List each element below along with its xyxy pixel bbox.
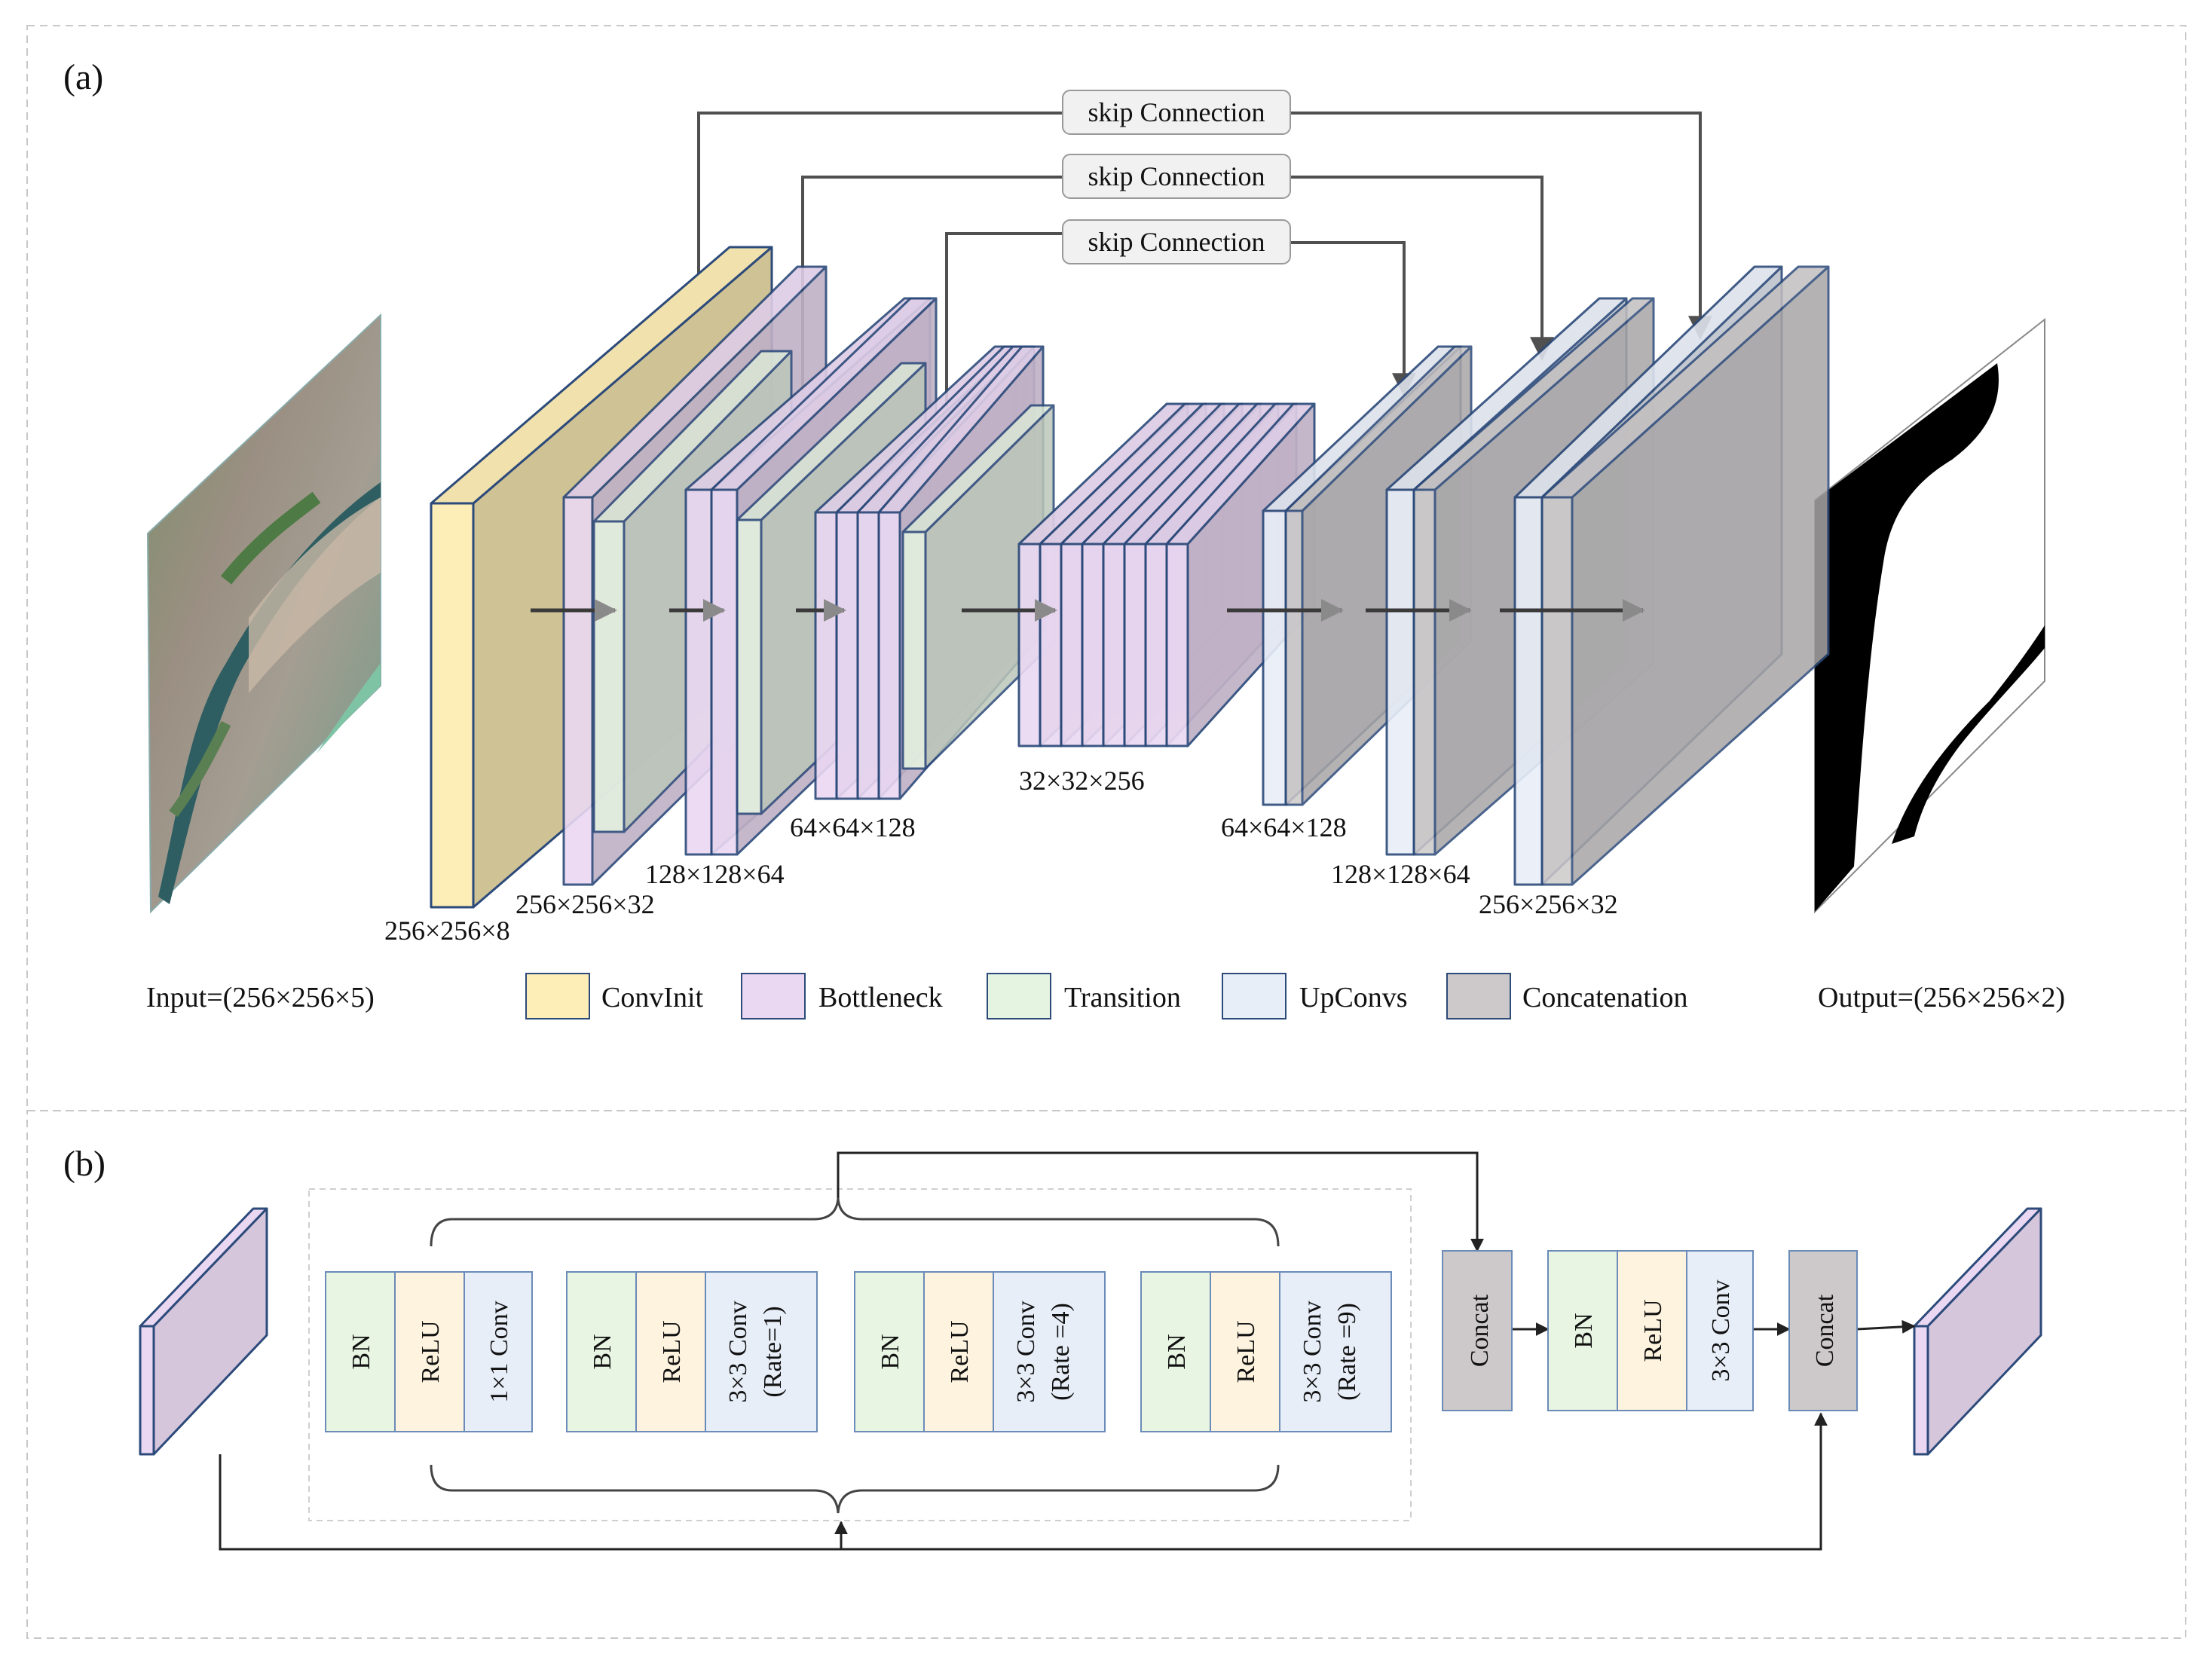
- relu-cell: [394, 1271, 465, 1432]
- cell-text: BN: [1570, 1313, 1598, 1348]
- legend-swatch-convinit: [525, 973, 590, 1019]
- cell-text: 3×3 Conv: [1707, 1279, 1735, 1381]
- aspp-branch-4: [1140, 1271, 1392, 1432]
- dec1-concat-block: [1540, 265, 1830, 886]
- bottom-brace: [430, 1464, 1280, 1514]
- input-label: Input=(256×256×5): [146, 982, 375, 1013]
- legend-label-concatenation: Concatenation: [1522, 982, 1687, 1013]
- legend-label-upconvs: UpConvs: [1299, 982, 1408, 1013]
- relu-cell: [923, 1271, 994, 1432]
- enc3-transition-block: [901, 404, 1055, 770]
- bn-cell: [325, 1271, 396, 1432]
- aspp-branch-2: [566, 1271, 818, 1432]
- legend-label-transition: Transition: [1064, 982, 1181, 1013]
- skip-connection-label-1: skip Connection: [1088, 97, 1265, 127]
- legend-swatch-bottleneck: [741, 973, 806, 1019]
- mid-bottleneck-block: [1165, 402, 1316, 747]
- cell-text: (Rate=1): [759, 1306, 787, 1397]
- dim-label-dec3: 64×64×128: [1221, 812, 1347, 842]
- conv-cell: [705, 1271, 818, 1432]
- panel-b-label: (b): [63, 1144, 106, 1184]
- dim-label-enc1: 256×256×32: [516, 889, 655, 919]
- cell-text: BN: [589, 1334, 616, 1369]
- panel-b-frame: [26, 1110, 2186, 1639]
- relu-cell: [1617, 1250, 1687, 1411]
- legend-label-bottleneck: Bottleneck: [818, 982, 943, 1013]
- relu-cell: [1210, 1271, 1280, 1432]
- legend: ConvInit Bottleneck Transition UpConvs C…: [525, 973, 1687, 1019]
- cell-text: (Rate =4): [1047, 1303, 1075, 1401]
- cell-text: 1×1 Conv: [485, 1301, 513, 1402]
- skip-connection-label-3: skip Connection: [1088, 227, 1265, 257]
- bn-cell: [854, 1271, 925, 1432]
- network-blocks: [430, 246, 1830, 909]
- cell-text: ReLU: [658, 1320, 686, 1383]
- concat-label-1: Concat: [1466, 1294, 1494, 1367]
- b-output-feature-map: [1913, 1207, 2042, 1456]
- panel-b-connections: [219, 1151, 1916, 1551]
- legend-swatch-concatenation: [1446, 973, 1511, 1019]
- skip-connection-label-2: skip Connection: [1088, 161, 1265, 191]
- bn-cell: [566, 1271, 637, 1432]
- cell-text: ReLU: [1639, 1299, 1667, 1362]
- dim-label-enc2: 128×128×64: [645, 859, 785, 889]
- dim-label-mid: 32×32×256: [1019, 766, 1145, 796]
- b-input-feature-map: [139, 1207, 268, 1456]
- cell-texts: BN ReLU 1×1 Conv BN ReLU 3×3 Conv (Rate=…: [347, 1279, 1735, 1402]
- bn-cell: [1547, 1250, 1618, 1411]
- cell-text: 3×3 Conv: [1012, 1301, 1040, 1402]
- skip-connection-labels: skip Connection skip Connection skip Con…: [1062, 90, 1291, 264]
- cell-text: BN: [877, 1334, 904, 1369]
- legend-label-convinit: ConvInit: [601, 982, 704, 1013]
- cell-text: BN: [1163, 1334, 1191, 1369]
- conv-cell: [1279, 1271, 1392, 1432]
- concat-label-2: Concat: [1811, 1294, 1839, 1367]
- cell-text: ReLU: [946, 1320, 974, 1383]
- legend-swatch-transition: [987, 973, 1051, 1019]
- dim-label-enc3: 64×64×128: [790, 812, 916, 842]
- dim-label-dec2: 128×128×64: [1331, 859, 1470, 889]
- bn-cell: [1140, 1271, 1211, 1432]
- conv-cell: [464, 1271, 533, 1432]
- input-satellite-image: [146, 313, 381, 914]
- conv-cell: [993, 1271, 1106, 1432]
- post-concat-block: [1547, 1250, 1754, 1411]
- aspp-branch-3: [854, 1271, 1106, 1432]
- cell-text: ReLU: [1232, 1320, 1260, 1383]
- legend-swatch-upconvs: [1222, 973, 1287, 1019]
- panel-a-label: (a): [63, 57, 103, 97]
- aspp-branch-1: [325, 1271, 533, 1432]
- cell-text: 3×3 Conv: [1299, 1301, 1326, 1402]
- top-brace: [430, 1197, 1280, 1247]
- cell-text: BN: [347, 1334, 375, 1369]
- output-label: Output=(256×256×2): [1818, 982, 2065, 1013]
- conv-cell: [1686, 1250, 1754, 1411]
- dim-label-dec1: 256×256×32: [1479, 889, 1618, 919]
- relu-cell: [635, 1271, 706, 1432]
- dimension-labels: 256×256×8 256×256×32 128×128×64 64×64×12…: [384, 766, 1618, 946]
- dim-label-convinit: 256×256×8: [384, 916, 510, 946]
- concat-box-1: [1442, 1250, 1513, 1411]
- concat-box-2: [1788, 1250, 1858, 1411]
- output-mask-image: [1814, 317, 2045, 914]
- cell-text: (Rate =9): [1333, 1303, 1361, 1401]
- cell-text: ReLU: [417, 1320, 445, 1383]
- cell-text: 3×3 Conv: [724, 1301, 752, 1402]
- aspp-container: [308, 1188, 1412, 1521]
